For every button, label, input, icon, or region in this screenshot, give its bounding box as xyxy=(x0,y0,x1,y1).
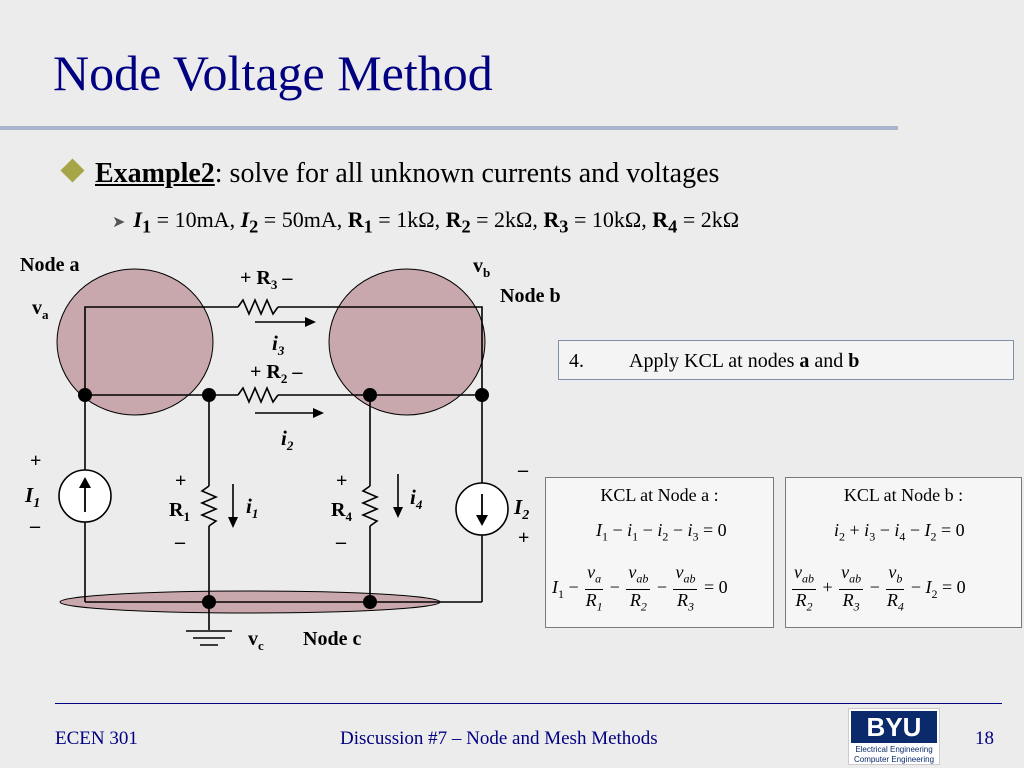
R1-label: R1 xyxy=(169,499,190,524)
given-values: ➤I1 = 10mA, I2 = 50mA, R1 = 1kΩ, R2 = 2k… xyxy=(112,207,740,237)
I2-plus: + xyxy=(518,527,529,549)
logo-brand: BYU xyxy=(851,711,937,743)
R2-label: + R2 – xyxy=(250,361,303,386)
i2-arrow-icon xyxy=(313,408,324,418)
value-R3: 10kΩ xyxy=(591,207,642,232)
logo-dept-2: Computer Engineering xyxy=(853,755,935,764)
value-R2: 2kΩ xyxy=(494,207,533,232)
I2-minus: – xyxy=(517,459,529,481)
i4-label: i4 xyxy=(410,485,423,512)
logo-dept-1: Electrical Engineering xyxy=(855,745,933,754)
value-R1: 1kΩ xyxy=(396,207,435,232)
example-label: Example2 xyxy=(95,158,215,189)
R3-label: + R3 – xyxy=(240,267,293,292)
slide-number: 18 xyxy=(975,728,994,749)
i3-arrow-icon xyxy=(305,317,316,327)
footer-divider xyxy=(55,703,1002,704)
title-divider xyxy=(0,126,898,130)
R1-minus: – xyxy=(174,531,186,553)
value-I1: 10mA xyxy=(174,207,230,232)
footer-course: ECEN 301 xyxy=(55,728,138,749)
R1-plus: + xyxy=(175,470,186,492)
value-R4: 2kΩ xyxy=(700,207,740,232)
node-b-label: Node b xyxy=(500,285,560,307)
example-bullet: Example2: solve for all unknown currents… xyxy=(58,158,719,190)
i3-label: i3 xyxy=(272,331,285,358)
I1-plus: + xyxy=(30,450,41,472)
kcl-node-b-equation-1: i2 + i3 − i4 − I2 = 0 xyxy=(834,520,965,544)
step-node-b: b xyxy=(848,350,860,372)
step-number: 4. xyxy=(569,350,584,372)
kcl-node-a-box: KCL at Node a : I1 − i1 − i2 − i3 = 0 I1… xyxy=(545,477,774,628)
kcl-node-b-box: KCL at Node b : i2 + i3 − i4 − I2 = 0 va… xyxy=(785,477,1022,628)
value-I2: 50mA xyxy=(281,207,337,232)
vc-label: vc xyxy=(248,628,264,653)
page-title: Node Voltage Method xyxy=(53,45,493,101)
node-b-region xyxy=(328,268,486,416)
vb-label: vb xyxy=(473,255,490,280)
R4-plus: + xyxy=(336,470,347,492)
circuit-diagram: Node a Node b Node c va vb vc + R3 – + R… xyxy=(20,254,560,653)
footer-topic: Discussion #7 – Node and Mesh Methods xyxy=(340,728,658,749)
i1-label: i1 xyxy=(246,494,258,521)
i1-arrow-icon xyxy=(228,517,238,528)
I1-minus: – xyxy=(29,515,41,537)
I1-label: I1 xyxy=(24,483,40,511)
kcl-node-b-heading: KCL at Node b : xyxy=(843,485,964,505)
I2-label: I2 xyxy=(513,495,529,523)
node-a-label: Node a xyxy=(20,254,79,276)
R4-minus: – xyxy=(335,531,347,553)
arrow-bullet-icon: ➤ xyxy=(112,212,126,231)
diamond-bullet-icon xyxy=(60,158,85,183)
va-label: va xyxy=(32,297,49,322)
kcl-node-a-equation-1: I1 − i1 − i2 − i3 = 0 xyxy=(596,520,727,544)
i4-arrow-icon xyxy=(393,507,403,518)
i2-label: i2 xyxy=(281,426,294,453)
kcl-node-a-heading: KCL at Node a : xyxy=(600,485,719,505)
node-c-label: Node c xyxy=(303,628,361,650)
node-a-region xyxy=(56,268,214,416)
byu-logo: BYU Electrical Engineering Computer Engi… xyxy=(848,708,940,765)
R4-label: R4 xyxy=(331,499,352,524)
up-arrow-icon xyxy=(79,477,91,488)
step-and: and xyxy=(809,350,849,372)
step-callout: 4. Apply KCL at nodes a and b xyxy=(558,340,1014,380)
step-node-a: a xyxy=(799,350,810,372)
example-text: : solve for all unknown currents and vol… xyxy=(214,158,720,189)
down-arrow-icon xyxy=(476,515,488,526)
step-text: Apply KCL at nodes xyxy=(629,350,800,372)
